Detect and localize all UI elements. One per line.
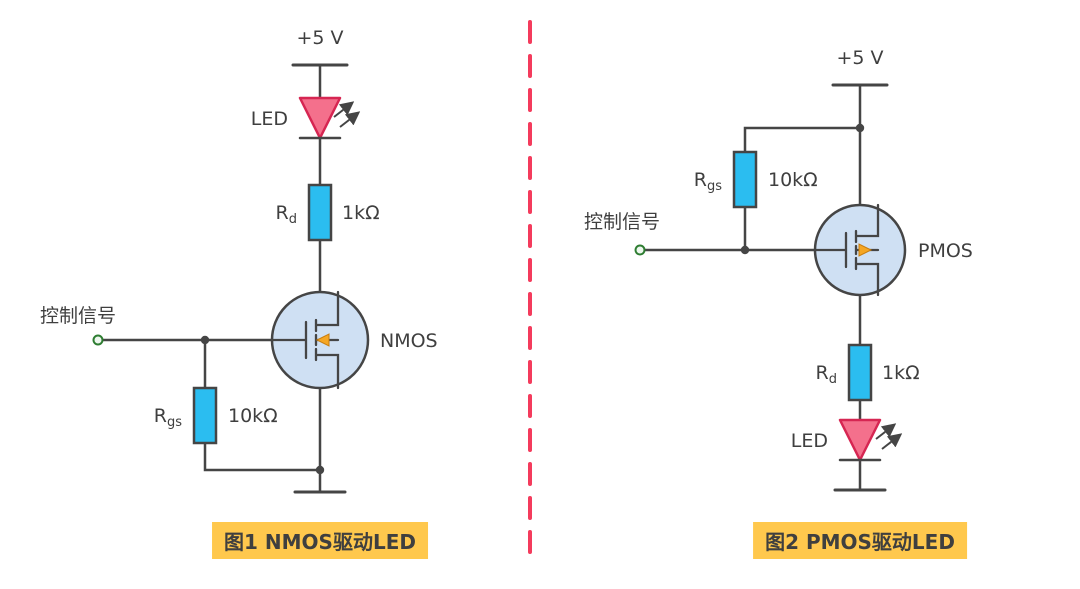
power-label: +5 V: [836, 47, 883, 69]
control-signal-label: 控制信号: [40, 305, 116, 327]
resistor-rgs-value: 10kΩ: [768, 169, 818, 191]
junction-dot: [740, 245, 750, 255]
resistor-rd: [847, 343, 873, 402]
light-ray-icon: [881, 433, 903, 450]
light-ray-icon: [875, 423, 897, 440]
figure2-caption: 图2 PMOS驱动LED: [753, 522, 967, 559]
led-symbol: [838, 418, 903, 462]
figure1-caption: 图1 NMOS驱动LED: [212, 522, 428, 559]
resistor-rd: [307, 183, 333, 242]
resistor-rd-name: Rd: [276, 202, 297, 227]
body-arrow-icon: [315, 333, 330, 347]
led-triangle: [298, 96, 342, 140]
junction-dot: [855, 123, 865, 133]
nmos-transistor: [270, 290, 370, 390]
resistor-rd-value: 1kΩ: [342, 202, 380, 224]
pmos-circuit: +5 V Rgs 10kΩ 控制信号 PMOS Rd 1kΩ: [584, 47, 973, 492]
control-terminal: [634, 244, 646, 256]
led-label: LED: [251, 108, 288, 130]
nmos-circuit: +5 V LED Rd 1kΩ NMOS: [40, 27, 438, 494]
light-ray-icon: [333, 101, 355, 118]
junction-dot: [315, 465, 325, 475]
resistor-rgs-name: Rgs: [154, 405, 182, 430]
led-label: LED: [791, 430, 828, 452]
resistor-rgs: [732, 150, 758, 209]
power-label: +5 V: [296, 27, 343, 49]
resistor-rgs-name: Rgs: [694, 169, 722, 194]
pmos-transistor: [813, 203, 907, 297]
resistor-rd-name: Rd: [816, 362, 837, 387]
wire-segments: [96, 63, 322, 494]
control-signal-label: 控制信号: [584, 211, 660, 233]
resistor-rgs-value: 10kΩ: [228, 405, 278, 427]
body-arrow-icon: [858, 243, 873, 257]
mosfet-symbol: [813, 203, 880, 297]
resistor-rgs: [192, 386, 218, 445]
light-ray-icon: [339, 111, 361, 128]
control-terminal: [92, 334, 104, 346]
junction-dot: [200, 335, 210, 345]
mosfet-label: NMOS: [380, 330, 438, 352]
mosfet-label: PMOS: [918, 240, 973, 262]
led-symbol: [298, 96, 361, 140]
led-triangle: [838, 418, 882, 462]
wire-segments: [638, 83, 862, 492]
resistor-rd-value: 1kΩ: [882, 362, 920, 384]
